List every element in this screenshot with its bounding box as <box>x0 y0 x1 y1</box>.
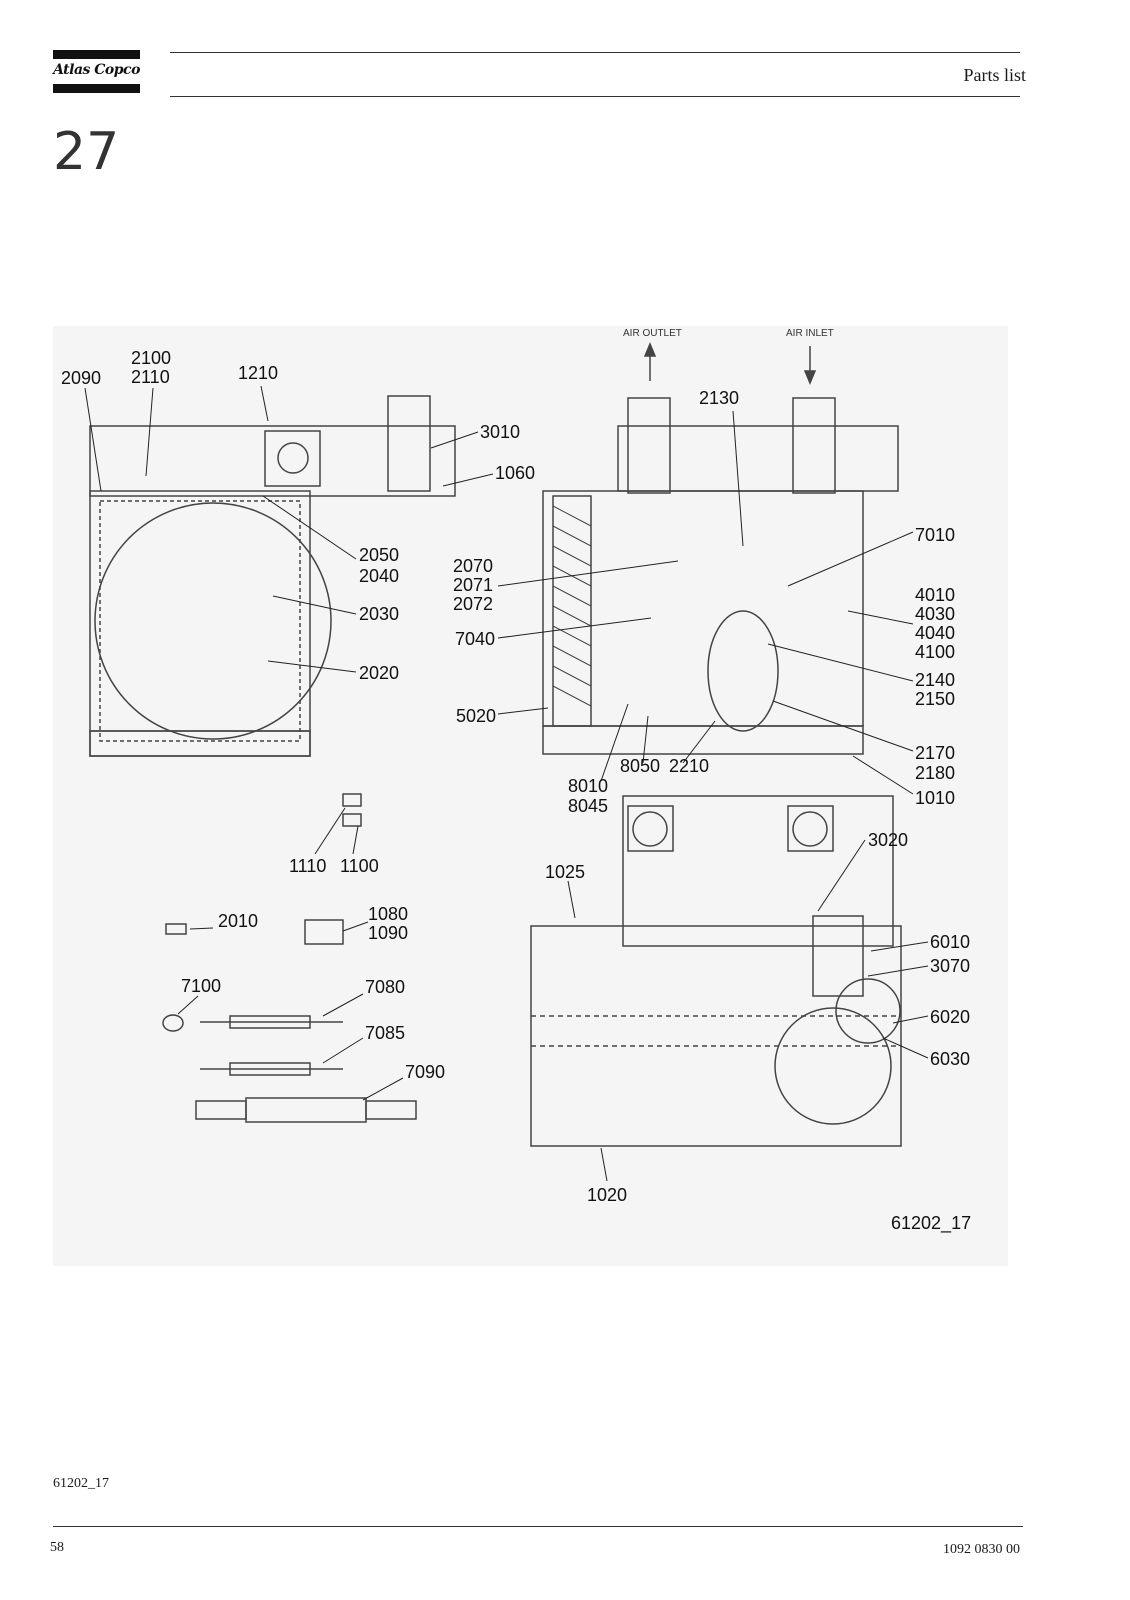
footer-figure-reference: 61202_17 <box>53 1476 109 1491</box>
header-top-rule <box>170 52 1020 53</box>
callout-7090: 7090 <box>405 1062 445 1082</box>
header-bottom-rule <box>170 96 1020 97</box>
header-pipe-outline <box>89 425 456 497</box>
document-number: 1092 0830 00 <box>943 1542 1020 1557</box>
callout-4030: 4030 <box>915 604 955 624</box>
callout-1210: 1210 <box>238 363 278 383</box>
callout-2040: 2040 <box>359 566 399 586</box>
callout-2020: 2020 <box>359 663 399 683</box>
callout-1080: 1080 <box>368 904 408 924</box>
footer-rule <box>53 1526 1023 1527</box>
callout-2010: 2010 <box>218 911 258 931</box>
callout-2090: 2090 <box>61 368 101 388</box>
compressor-outline <box>94 502 332 740</box>
air-inlet-label: AIR INLET <box>786 328 834 339</box>
callout-3070: 3070 <box>930 956 970 976</box>
callout-7040: 7040 <box>455 629 495 649</box>
callout-7010: 7010 <box>915 525 955 545</box>
callout-2030: 2030 <box>359 604 399 624</box>
parts-drawing-svg: AIR OUTLET AIR INLET 2090 2100 2110 1210… <box>61 328 971 1234</box>
callout-5020: 5020 <box>456 706 496 726</box>
callout-6020: 6020 <box>930 1007 970 1027</box>
callout-1020: 1020 <box>587 1185 627 1205</box>
callout-3020: 3020 <box>868 830 908 850</box>
callout-2110: 2110 <box>131 367 170 387</box>
callout-7085: 7085 <box>365 1023 405 1043</box>
callout-8050: 8050 <box>620 756 660 776</box>
callout-8045: 8045 <box>568 796 608 816</box>
bottom-base-outline <box>530 925 902 1147</box>
figure-reference: 61202_17 <box>891 1213 971 1234</box>
bottom-top-panel <box>622 795 894 947</box>
right-header-pipe <box>617 425 899 492</box>
callout-1090: 1090 <box>368 923 408 943</box>
left-frame-outline <box>89 490 311 757</box>
callout-1060: 1060 <box>495 463 535 483</box>
callout-2150: 2150 <box>915 689 955 709</box>
callout-2071: 2071 <box>453 575 493 595</box>
callout-8010: 8010 <box>568 776 608 796</box>
callout-1110: 1110 <box>289 856 326 876</box>
air-outlet-label: AIR OUTLET <box>623 328 682 339</box>
callout-2072: 2072 <box>453 594 493 614</box>
callout-2180: 2180 <box>915 763 955 783</box>
callout-7100: 7100 <box>181 976 221 996</box>
callout-2140: 2140 <box>915 670 955 690</box>
section-title: Parts list <box>963 65 1026 85</box>
callout-4010: 4010 <box>915 585 955 605</box>
callout-6030: 6030 <box>930 1049 970 1069</box>
callout-2100: 2100 <box>131 348 171 368</box>
callout-2210: 2210 <box>669 756 709 776</box>
exploded-parts-drawing: AIR OUTLET AIR INLET 2090 2100 2110 1210… <box>53 326 1008 1266</box>
callout-1100: 1100 <box>340 856 379 876</box>
callout-6010: 6010 <box>930 932 970 952</box>
logo-bottom-bar <box>53 84 140 93</box>
callout-2170: 2170 <box>915 743 955 763</box>
chapter-number: 27 <box>53 122 120 182</box>
logo-wordmark: Atlas Copco <box>53 62 140 78</box>
logo-top-bar <box>53 50 140 59</box>
callout-1010: 1010 <box>915 788 955 808</box>
callout-1025: 1025 <box>545 862 585 882</box>
atlas-copco-logo: Atlas Copco <box>53 50 140 93</box>
callout-2070: 2070 <box>453 556 493 576</box>
callout-2130: 2130 <box>699 388 739 408</box>
callout-4040: 4040 <box>915 623 955 643</box>
callout-7080: 7080 <box>365 977 405 997</box>
callout-4100: 4100 <box>915 642 955 662</box>
callout-3010: 3010 <box>480 422 520 442</box>
callout-2050: 2050 <box>359 545 399 565</box>
page-number: 58 <box>50 1540 64 1555</box>
